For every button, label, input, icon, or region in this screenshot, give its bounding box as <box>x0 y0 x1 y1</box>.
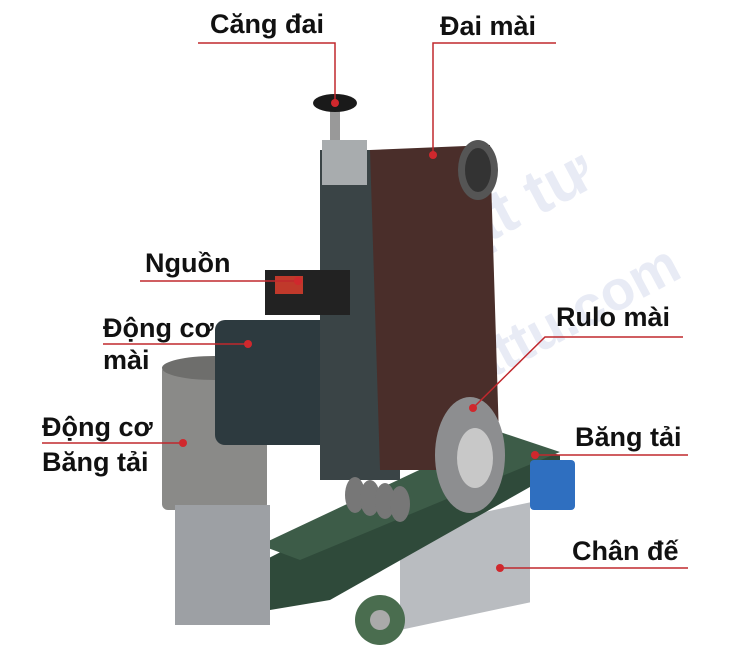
grinding-motor <box>215 320 335 445</box>
sanding-belt <box>370 145 500 470</box>
tension-bracket <box>322 140 367 185</box>
label-grinding-motor-2: mài <box>103 345 150 375</box>
guide-rollers <box>345 477 410 522</box>
leader-lines <box>42 42 688 569</box>
tension-screw <box>330 110 340 150</box>
leader-dots <box>179 99 539 572</box>
label-sanding-belt: Đai mài <box>440 11 537 41</box>
label-conveyor-motor-1: Động cơ <box>42 412 153 442</box>
label-base: Chân đế <box>572 536 679 566</box>
label-conveyor-belt: Băng tải <box>575 422 682 452</box>
label-conveyor-motor-2: Băng tải <box>42 447 149 477</box>
label-grinding-motor-1: Động cơ <box>103 313 214 343</box>
conveyor-blue-guard <box>530 460 575 510</box>
gearbox <box>175 505 270 625</box>
label-belt-tension: Căng đai <box>210 9 325 39</box>
label-power: Nguồn <box>145 248 231 278</box>
label-grinding-roller: Rulo mài <box>556 302 671 332</box>
